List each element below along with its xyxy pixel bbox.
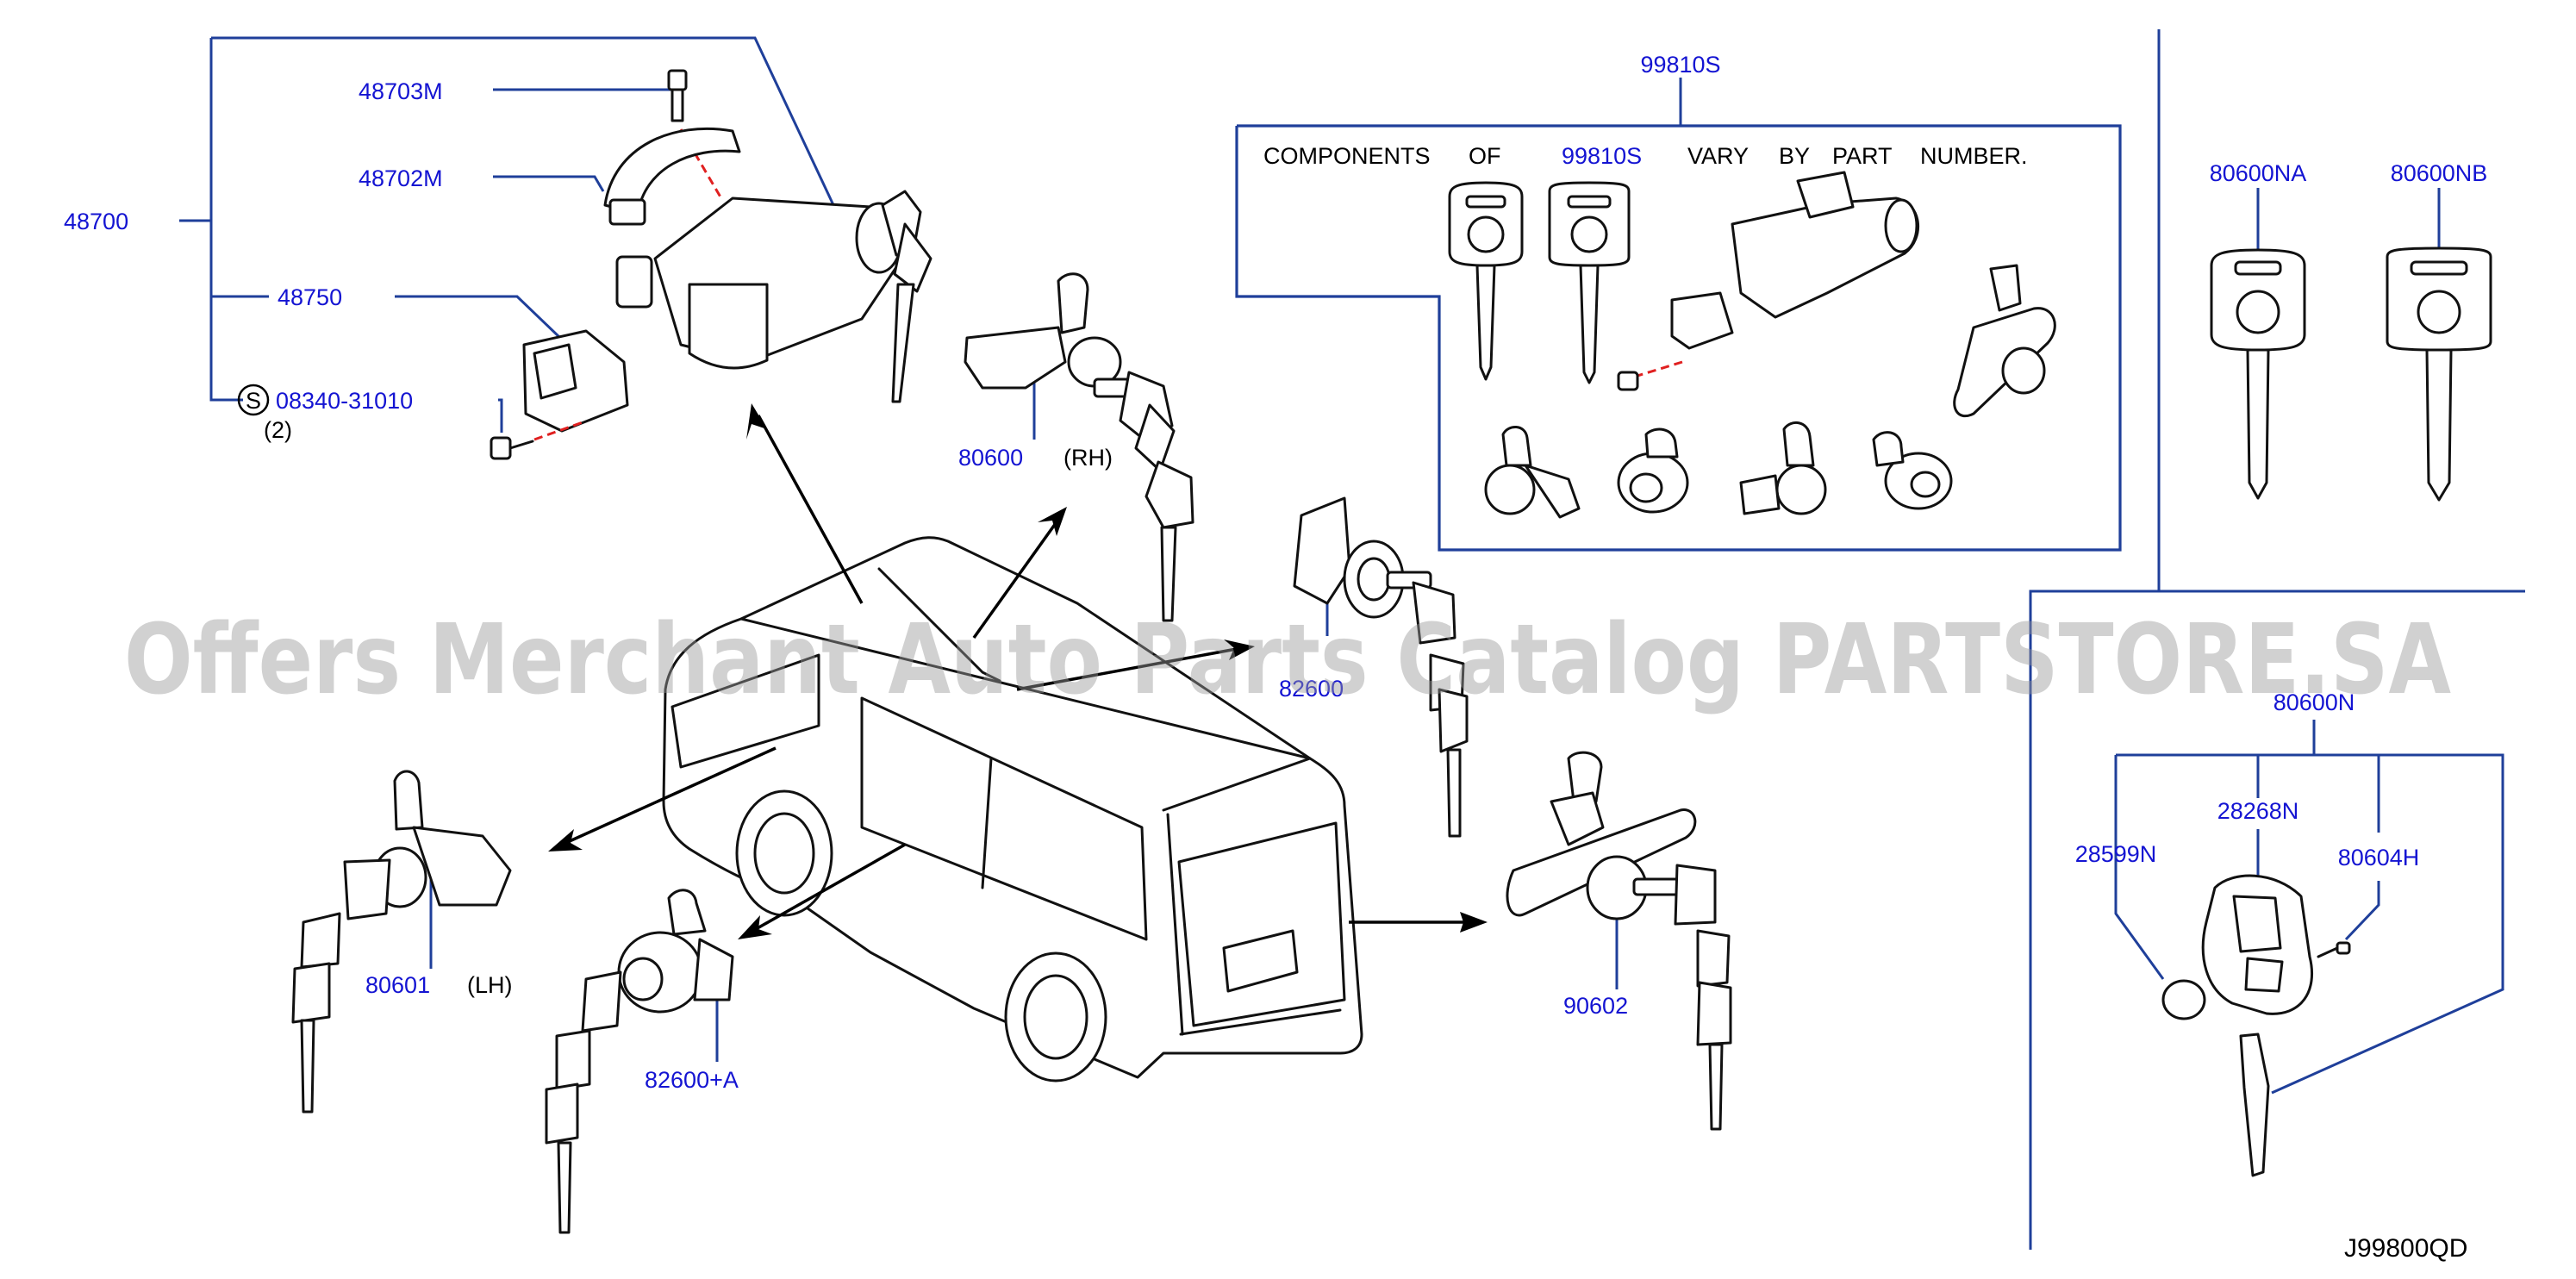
part-number-48750: 48750: [278, 284, 342, 310]
key-icon: [2239, 1033, 2270, 1177]
van-icon: [662, 536, 1363, 1082]
ignition-lock-icon: [1617, 171, 1920, 391]
door-lock-icon: [1953, 264, 2056, 418]
rh-label: (RH): [1063, 445, 1113, 471]
ignition-lock-icon: [490, 69, 932, 460]
key-icon: [1548, 181, 1631, 384]
part-number-82600-A: 82600+A: [645, 1067, 739, 1093]
part-number-80600NB: 80600NB: [2391, 160, 2488, 186]
kit-contents: [1448, 171, 2056, 519]
door-lock-icon: [1617, 427, 1689, 514]
leader-lines: [179, 29, 2525, 1250]
part-number-80600: 80600: [958, 445, 1023, 471]
kit-note-word-part: PART: [1832, 143, 1893, 169]
part-number-48700: 48700: [64, 209, 128, 234]
key-icon: [2386, 246, 2492, 502]
part-number-90602: 90602: [1563, 993, 1628, 1019]
watermark-text: Offers Merchant Auto Parts Catalog PARTS…: [124, 604, 2451, 716]
door-lock-icon: [1506, 751, 1732, 1131]
part-number-08340-31010: 08340-31010: [276, 388, 413, 414]
part-number-80600N: 80600N: [2273, 689, 2355, 715]
part-number-28268N: 28268N: [2217, 798, 2299, 824]
kit-note-word-of: OF: [1469, 143, 1501, 169]
part-number-28599N: 28599N: [2075, 841, 2157, 867]
part-number-82600: 82600: [1279, 676, 1344, 702]
door-lock-icon: [291, 770, 512, 1114]
door-lock-icon: [1872, 431, 1953, 510]
part-number-48703M: 48703M: [359, 78, 443, 104]
diagram-code: J99800QD: [2344, 1234, 2467, 1263]
key-icon: [1448, 181, 1524, 381]
kit-note-word-vary: VARY: [1687, 143, 1749, 169]
part-number-48702M: 48702M: [359, 165, 443, 191]
bolt-icon: [2317, 941, 2351, 958]
keyless-remote-icon: [2201, 874, 2314, 1015]
door-lock-icon: [1293, 496, 1469, 838]
lh-label: (LH): [467, 972, 513, 998]
part-number-99810S: 99810S: [1640, 52, 1720, 78]
part-number-80601: 80601: [365, 972, 430, 998]
battery-icon: [2161, 979, 2206, 1020]
kit-note-part-number: 99810S: [1562, 143, 1642, 169]
kit-note-word-components: COMPONENTS: [1263, 143, 1431, 169]
pointer-arrows: [548, 403, 1488, 939]
door-lock-icon: [964, 272, 1194, 622]
kit-note-word-number: NUMBER.: [1920, 143, 2028, 169]
screw-marker-circle: [237, 384, 270, 416]
screw-marker-label: S: [246, 388, 261, 414]
labels: 48703M 48702M 48700 48750 S 08340-31010 …: [64, 52, 2487, 1263]
key-icon: [2210, 248, 2306, 500]
part-number-80600NA: 80600NA: [2210, 160, 2307, 186]
door-lock-icon: [1739, 421, 1827, 515]
kit-note-word-by: BY: [1779, 143, 1810, 169]
part-number-80604H: 80604H: [2338, 845, 2420, 870]
quantity-label: (2): [264, 417, 292, 443]
door-lock-icon: [1484, 426, 1581, 519]
door-lock-icon: [545, 889, 734, 1234]
